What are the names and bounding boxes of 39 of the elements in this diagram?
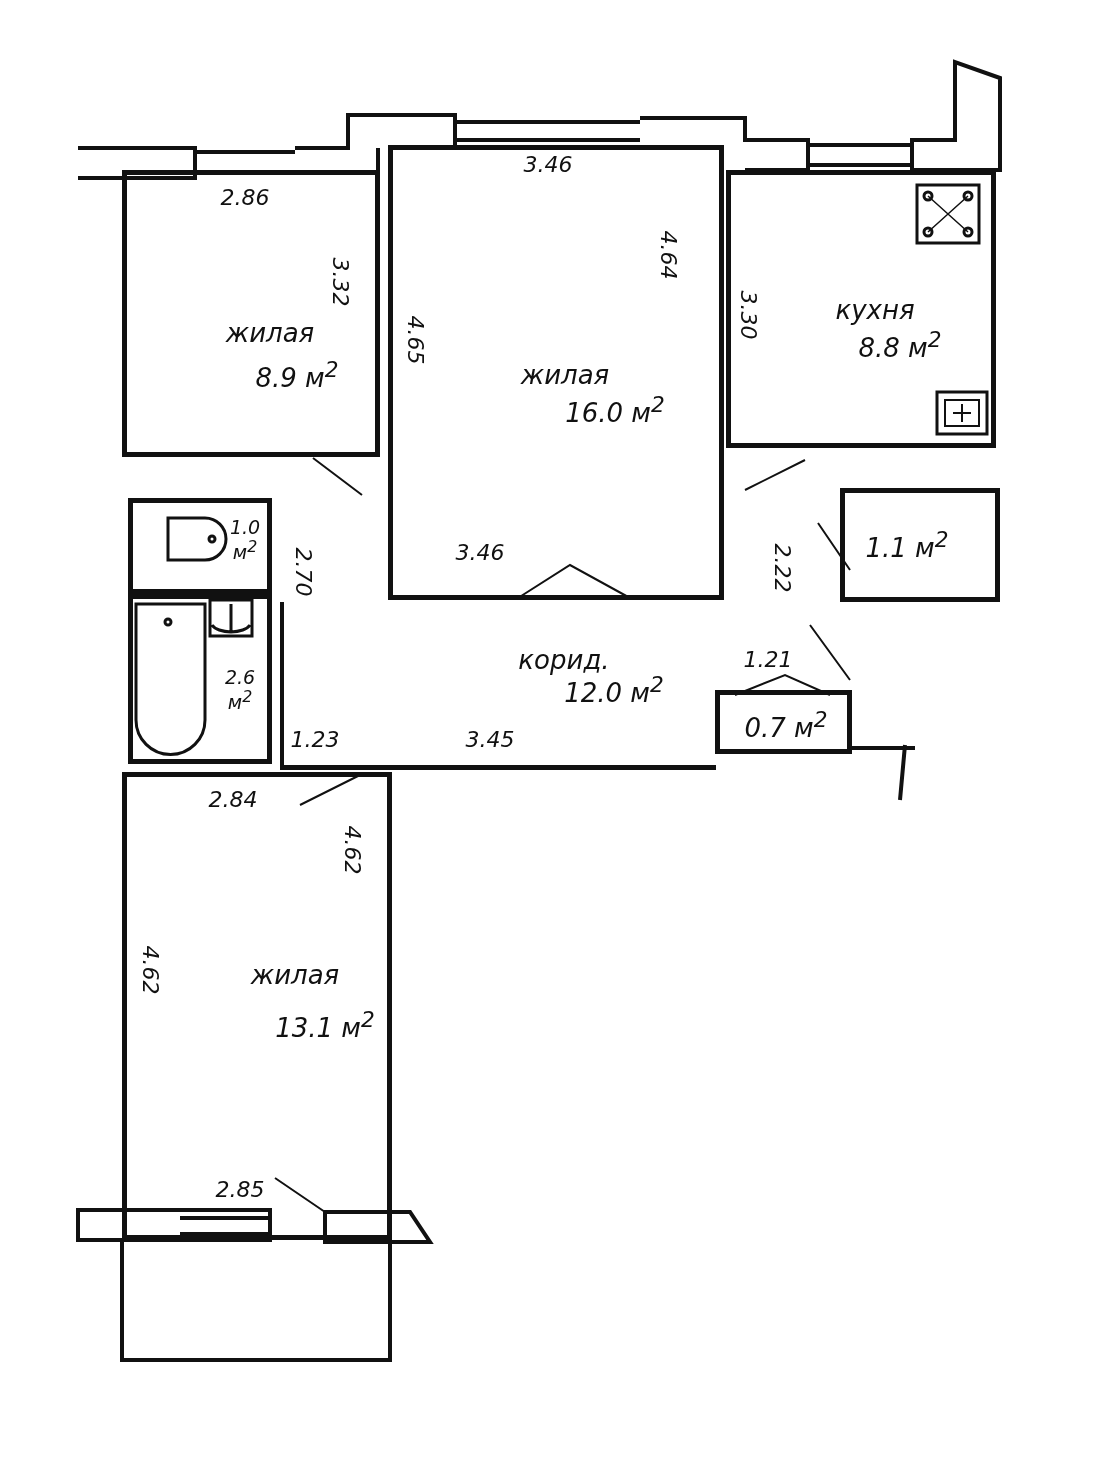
room-area: 12.0 м$^{2}$ xyxy=(564,672,664,708)
dimension-label: 4.64 xyxy=(657,230,679,280)
corridor-outline xyxy=(280,602,716,770)
dimension-label: 3.32 xyxy=(329,257,351,307)
dimension-label: 4.62 xyxy=(341,825,363,875)
dimension-label: 2.86 xyxy=(220,187,270,209)
room-area: 16.0 м$^{2}$ xyxy=(565,392,665,428)
dimension-label: 3.46 xyxy=(523,154,573,176)
dimension-label: 2.70 xyxy=(292,547,314,597)
room-label: кухня xyxy=(835,295,915,325)
dimension-label: 3.45 xyxy=(465,729,515,751)
room-area: 1.1 м$^{2}$ xyxy=(865,527,949,563)
room-area: 8.9 м$^{2}$ xyxy=(255,357,339,393)
room-area: 13.1 м$^{2}$ xyxy=(275,1007,375,1043)
dimension-label: 2.84 xyxy=(208,789,258,811)
room-area: 2.6 м$^{2}$ xyxy=(218,666,262,714)
room-outline xyxy=(715,690,852,754)
room-outline xyxy=(840,488,1000,602)
room-outline xyxy=(128,594,272,764)
room-outline xyxy=(388,145,724,600)
room-label: корид. xyxy=(518,645,610,675)
dimension-label: 1.21 xyxy=(743,649,793,671)
room-outline xyxy=(122,772,392,1240)
room-area: 1.0 м$^{2}$ xyxy=(223,516,267,564)
room-label: жилая xyxy=(225,318,315,348)
dimension-label: 4.62 xyxy=(139,945,161,995)
room-label: жилая xyxy=(250,960,340,990)
room-outline xyxy=(726,170,996,448)
room-area: 0.7 м$^{2}$ xyxy=(744,707,828,743)
dimension-label: 3.30 xyxy=(737,290,759,340)
room-area: 8.8 м$^{2}$ xyxy=(858,327,942,363)
dimension-label: 3.46 xyxy=(455,542,505,564)
room-outline xyxy=(122,170,380,457)
dimension-label: 1.23 xyxy=(290,729,340,751)
dimension-label: 2.85 xyxy=(215,1179,265,1201)
room-label: жилая xyxy=(520,360,610,390)
dimension-label: 4.65 xyxy=(404,315,426,365)
room-outline xyxy=(128,498,272,594)
dimension-label: 2.22 xyxy=(771,543,793,593)
